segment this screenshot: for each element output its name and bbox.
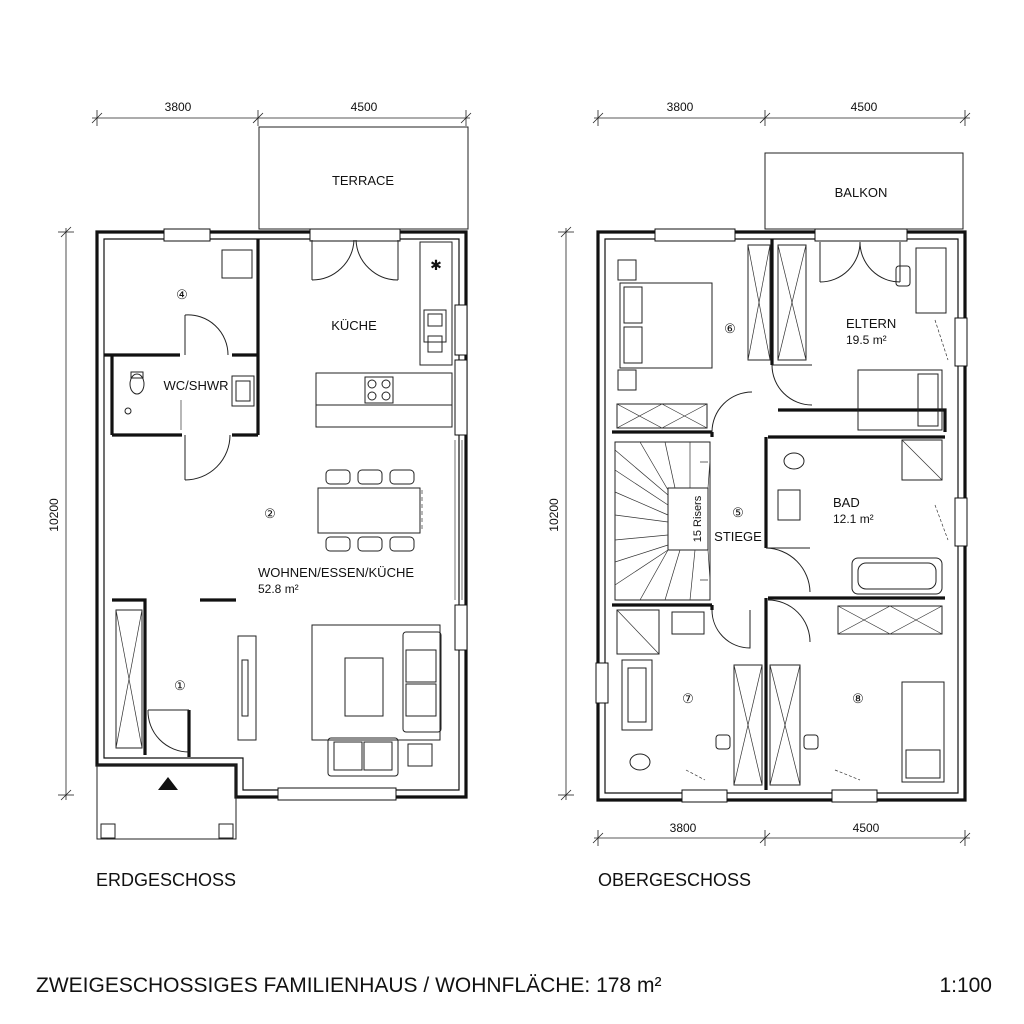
tv-unit <box>237 635 257 741</box>
entrance-arrow-icon <box>158 777 178 790</box>
upper-dim-left: 10200 <box>547 498 561 532</box>
stairs-label: STIEGE <box>714 529 762 544</box>
bed-room-8 <box>901 681 945 783</box>
upper-dim-top-2: 4500 <box>851 100 878 114</box>
dining-table <box>317 487 421 534</box>
sofa <box>402 631 442 733</box>
drawing-scale: 1:100 <box>939 974 992 997</box>
room-number-8: ⑧ <box>852 691 864 706</box>
balcony-label: BALKON <box>835 185 888 200</box>
upper-bottom-dimension <box>592 830 971 846</box>
ground-top-dimension <box>91 110 472 126</box>
upper-dim-bottom-1: 3800 <box>670 821 697 835</box>
room-number-6: ⑥ <box>724 321 736 336</box>
entrance-porch <box>96 764 237 840</box>
drawing-title: ZWEIGESCHOSSIGES FAMILIENHAUS / WOHNFLÄC… <box>36 974 661 997</box>
ground-floor-plan: ✱ <box>95 126 469 840</box>
staircase <box>614 441 711 601</box>
room-number-7: ⑦ <box>682 691 694 706</box>
ground-dim-top-1: 3800 <box>165 100 192 114</box>
living-rug <box>311 624 441 741</box>
upper-top-dimension <box>592 110 971 126</box>
upper-left-dimension <box>558 226 574 801</box>
room-number-4: ④ <box>176 287 188 302</box>
living-area: 52.8 m² <box>258 582 299 596</box>
upper-dim-top-1: 3800 <box>667 100 694 114</box>
bath-area: 12.1 m² <box>833 512 874 526</box>
upper-floor-plan <box>595 152 968 803</box>
double-bed-room-6 <box>619 282 713 369</box>
ground-dim-left: 10200 <box>47 498 61 532</box>
ground-dim-top-2: 4500 <box>351 100 378 114</box>
parents-area: 19.5 m² <box>846 333 887 347</box>
fridge-icon: ✱ <box>430 257 442 273</box>
upper-dim-bottom-2: 4500 <box>853 821 880 835</box>
ground-left-dimension <box>58 226 74 801</box>
bath-label: BAD <box>833 495 860 510</box>
room-number-1: ① <box>174 678 186 693</box>
living-label: WOHNEN/ESSEN/KÜCHE <box>258 565 414 580</box>
room-number-5: ⑤ <box>732 505 744 520</box>
upper-floor-name: OBERGESCHOSS <box>598 870 751 890</box>
ground-floor-name: ERDGESCHOSS <box>96 870 236 890</box>
bed-eltern <box>857 369 943 431</box>
room-number-2: ② <box>264 506 276 521</box>
terrace-label: TERRACE <box>332 173 394 188</box>
stairs-risers-label: 15 Risers <box>692 495 704 542</box>
parents-label: ELTERN <box>846 316 896 331</box>
wc-label: WC/SHWR <box>164 378 229 393</box>
kitchen-label: KÜCHE <box>331 318 377 333</box>
